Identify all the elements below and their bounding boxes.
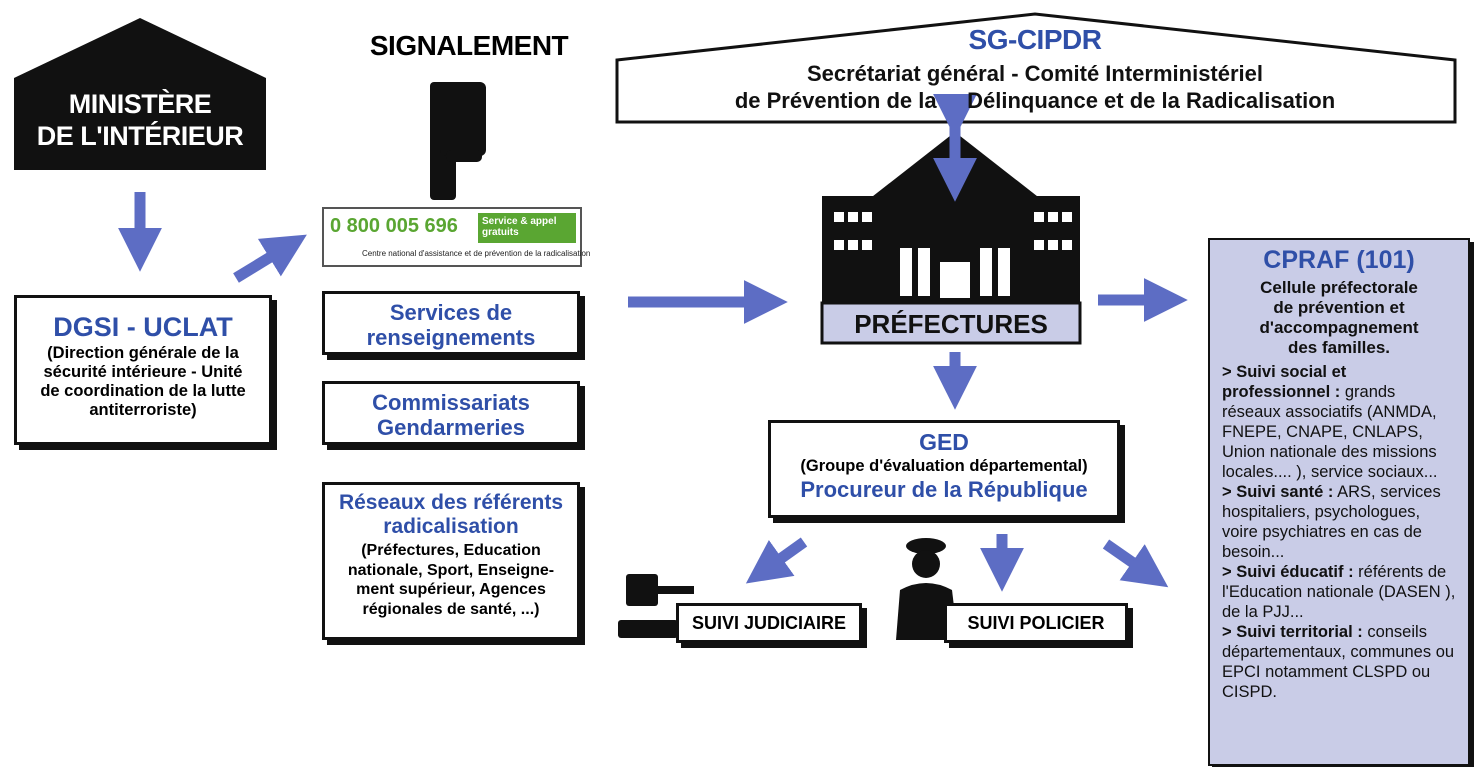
referents-line3: ment supérieur, Agences bbox=[356, 581, 546, 598]
services-renseignements-box: Services de renseignements bbox=[322, 291, 580, 355]
cpraf-title: CPRAF (101) bbox=[1263, 246, 1415, 274]
gavel-icon bbox=[618, 574, 694, 638]
pointing-hand-icon bbox=[430, 82, 486, 200]
cpraf-educatif-text: référents de l'Education nationale (DASE… bbox=[1222, 563, 1456, 621]
cpraf-territorial-text: conseils départementaux, communes ou EPC… bbox=[1222, 623, 1455, 701]
services-line2: renseignements bbox=[366, 325, 536, 350]
dgsi-title: DGSI - UCLAT bbox=[53, 312, 233, 342]
ged-procureur: Procureur de la République bbox=[800, 477, 1088, 502]
signalement-title: SIGNALEMENT bbox=[369, 30, 569, 61]
house-roof-icon bbox=[14, 18, 266, 170]
ministere-line2: DE L'INTÉRIEUR bbox=[36, 121, 244, 151]
referents-title1: Réseaux des référents bbox=[338, 491, 564, 514]
cpraf-box: CPRAF (101) Cellule préfectorale de prév… bbox=[1208, 238, 1470, 766]
cpraf-educatif-bold: > Suivi éducatif : bbox=[1222, 563, 1354, 581]
cpraf-suivi-educatif: > Suivi éducatif : référents de l'Educat… bbox=[1222, 562, 1456, 622]
referents-line2: nationale, Sport, Enseigne- bbox=[347, 561, 555, 579]
sg-cipdr-line1: Secrétariat général - Comité Interminist… bbox=[806, 61, 1264, 86]
cpraf-suivi-sante: > Suivi santé : ARS, services hospitalie… bbox=[1222, 482, 1456, 562]
cpraf-sante-bold: > Suivi santé : bbox=[1222, 483, 1334, 501]
ged-subtitle: (Groupe d'évaluation départemental) bbox=[800, 457, 1088, 475]
ministere-title: MINISTÈRE DE L'INTÉRIEUR bbox=[22, 88, 258, 152]
cpraf-subtitle: Cellule préfectorale de prévention et d'… bbox=[1222, 278, 1456, 358]
cpraf-suivi-social: > Suivi social et professionnel : grands… bbox=[1222, 362, 1456, 482]
ministere-line1: MINISTÈRE bbox=[68, 89, 212, 119]
commissariats-line1: Commissariats bbox=[372, 390, 530, 415]
referents-line1: (Préfectures, Education bbox=[361, 542, 541, 559]
sg-cipdr-subtitle: Secrétariat général - Comité Interminist… bbox=[620, 60, 1450, 114]
cpraf-social-bold: > Suivi social et professionnel : bbox=[1222, 363, 1347, 401]
commissariats-line2: Gendarmeries bbox=[377, 415, 525, 440]
arrow-ged-to-suivi-judiciaire bbox=[745, 537, 808, 584]
phone-badge: Service & appel gratuits bbox=[478, 213, 576, 243]
arrow-dgsi-to-signalement bbox=[233, 234, 307, 283]
suivi-policier-label: SUIVI POLICIER bbox=[967, 613, 1105, 633]
ged-box: GED (Groupe d'évaluation départemental) … bbox=[768, 420, 1120, 518]
police-officer-icon bbox=[896, 538, 958, 640]
prefecture-building-icon bbox=[820, 132, 1082, 345]
dgsi-line3: de coordination de la lutte bbox=[40, 382, 246, 400]
phone-number: 0 800 005 696 bbox=[330, 215, 458, 237]
dgsi-line2: sécurité intérieure - Unité bbox=[43, 363, 243, 381]
suivi-judiciaire-box: SUIVI JUDICIAIRE bbox=[676, 603, 862, 643]
referents-box: Réseaux des référents radicalisation (Pr… bbox=[322, 482, 580, 640]
phone-caption: Centre national d'assistance et de préve… bbox=[362, 249, 591, 258]
sg-cipdr-line2: de Prévention de la Délinquance et de la… bbox=[734, 88, 1336, 113]
phone-badge-line1: Service & appel bbox=[482, 216, 557, 227]
services-line1: Services de bbox=[389, 300, 513, 325]
sg-cipdr-roof-shape bbox=[615, 12, 1457, 124]
cpraf-territorial-bold: > Suivi territorial : bbox=[1222, 623, 1363, 641]
referents-line4: régionales de santé, ...) bbox=[362, 600, 540, 618]
phone-service-logo: 0 800 005 696 Service & appel gratuits C… bbox=[322, 207, 590, 267]
cpraf-sub4: des familles. bbox=[1287, 338, 1391, 357]
sg-cipdr-title: SG-CIPDR bbox=[968, 24, 1102, 55]
suivi-judiciaire-label: SUIVI JUDICIAIRE bbox=[691, 613, 847, 633]
cpraf-sub2: de prévention et bbox=[1273, 298, 1405, 317]
cpraf-sub3: d'accompagnement bbox=[1259, 318, 1419, 337]
dgsi-line4: antiterroriste) bbox=[89, 401, 197, 419]
prefectures-label: PRÉFECTURES bbox=[854, 309, 1048, 339]
suivi-policier-box: SUIVI POLICIER bbox=[944, 603, 1128, 643]
cpraf-sub1: Cellule préfectorale bbox=[1260, 278, 1418, 297]
commissariats-box: Commissariats Gendarmeries bbox=[322, 381, 580, 445]
ged-title: GED bbox=[919, 429, 969, 455]
referents-title2: radicalisation bbox=[383, 515, 519, 538]
cpraf-social-text: grands réseaux associatifs (ANMDA, FNEPE… bbox=[1222, 383, 1438, 481]
phone-badge-line2: gratuits bbox=[482, 227, 519, 238]
arrow-ged-to-cpraf bbox=[1102, 539, 1169, 588]
dgsi-box: DGSI - UCLAT (Direction générale de la s… bbox=[14, 295, 272, 445]
cpraf-sante-text: ARS, services hospitaliers, psychologues… bbox=[1222, 483, 1441, 561]
dgsi-line1: (Direction générale de la bbox=[47, 344, 239, 362]
cpraf-suivi-territorial: > Suivi territorial : conseils départeme… bbox=[1222, 622, 1456, 702]
